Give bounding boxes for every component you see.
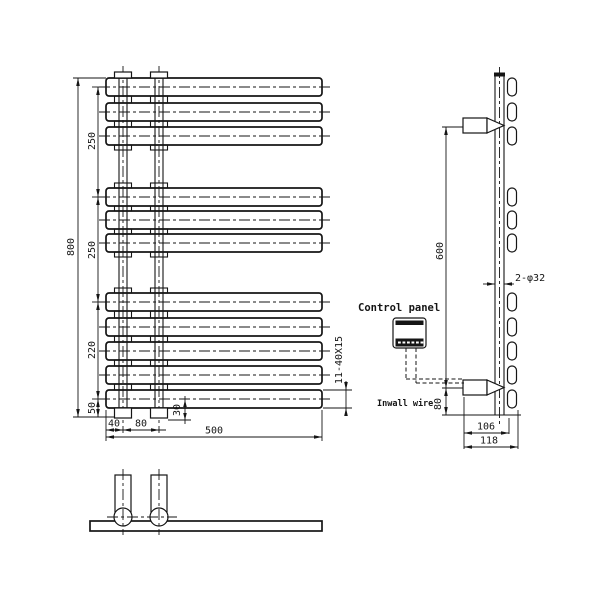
dim-50-label: 50: [87, 402, 98, 414]
pipe-top-cap: [494, 72, 505, 77]
control-panel: Control panel: [358, 302, 440, 349]
pipe-collars: [113, 95, 169, 391]
dim-118-label: 118: [480, 436, 498, 447]
dim-30-label: 30: [172, 404, 183, 416]
pipe-cap: [113, 71, 133, 79]
side-view: 600 80 106 118: [358, 67, 545, 449]
dim-barspec-label: 11-40X15: [334, 336, 345, 384]
top-view-centerlines: [107, 469, 177, 535]
top-view: [89, 469, 323, 535]
top-view-pipes: [113, 474, 169, 527]
pipe-cap: [113, 407, 133, 419]
dim-80-label: 80: [135, 419, 147, 430]
dim-600-label: 600: [435, 242, 446, 260]
panel-button-tick: [416, 341, 419, 344]
bar-centerlines: [99, 86, 331, 400]
dim-220-label: 220: [87, 341, 98, 359]
dim-total-width: 500: [105, 410, 323, 441]
panel-button-tick: [407, 341, 410, 344]
front-view: 800 250 250 220 50: [66, 66, 352, 441]
bar-cross-sections: [506, 77, 518, 409]
dim-bracket-bottom: 80: [433, 388, 521, 416]
panel-button-tick: [411, 341, 415, 344]
dim-250-mid-label: 250: [87, 241, 98, 259]
wall-bracket-top: [462, 117, 506, 134]
wall-bracket-bottom: [462, 379, 506, 396]
dim-40-label: 40: [108, 419, 120, 430]
wall-pipe: [494, 67, 505, 424]
wire-path: Inwall wire: [377, 348, 464, 409]
dim-depth-inner: 106: [463, 397, 510, 449]
dim-bracket-span: 600: [435, 126, 463, 396]
dim-800-label: 800: [66, 238, 77, 256]
dim-total-height: 800: [66, 77, 114, 418]
top-view-bar: [89, 520, 323, 532]
panel-button-tick: [420, 341, 424, 344]
dim-depth-total: 118: [464, 410, 519, 449]
dim-106-label: 106: [477, 422, 495, 433]
pipe-cap: [149, 407, 169, 419]
panel-button-tick: [398, 341, 401, 344]
dim-pipe-offsets: 40 80: [106, 419, 166, 432]
control-panel-label: Control panel: [358, 302, 440, 314]
dim-phi32-label: 2-φ32: [515, 273, 545, 284]
inwall-wire-label: Inwall wire: [377, 398, 433, 409]
pipe-cap: [149, 71, 169, 79]
control-panel-header: [395, 320, 424, 325]
dim-80-side-label: 80: [433, 398, 444, 410]
dim-section-chain: 250 250 220 50: [87, 86, 106, 417]
dim-pipe-diameter: 2-φ32: [483, 273, 545, 286]
pipe-caps: [113, 71, 169, 419]
dim-pipe-extension: 30: [168, 396, 191, 424]
dim-bar-spec: 11-40X15: [323, 336, 352, 416]
panel-button-tick: [402, 341, 406, 344]
dim-250-top-label: 250: [87, 132, 98, 150]
dim-500-label: 500: [205, 426, 223, 437]
